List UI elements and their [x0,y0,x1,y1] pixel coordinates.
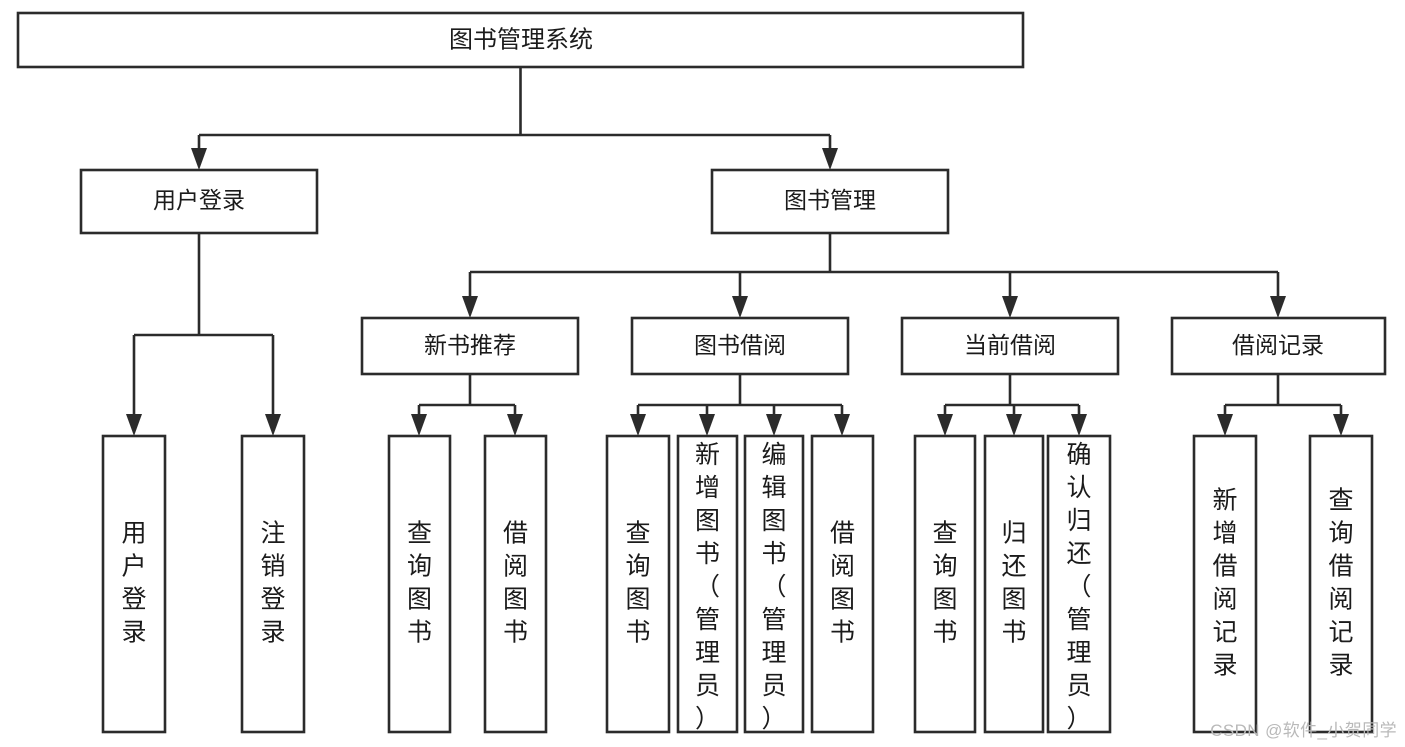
leaf-node-user-login-1[interactable]: 注销登录 [240,434,306,734]
edge-book-manage-to-level3 [462,233,1286,318]
leaf-node-label: 用户登录 [121,519,146,646]
node-root-box[interactable] [16,11,1025,69]
node-root-label: 图书管理系统 [449,26,593,53]
arrow-head-new-book [462,296,478,318]
arrow-head-user-login [191,148,207,170]
arrow-head-leaf-current-borrow-2 [1071,414,1087,436]
node-book-manage-label: 图书管理 [784,187,876,213]
node-current-borrow-box[interactable] [900,316,1120,376]
node-book-manage-box[interactable] [710,168,950,235]
arrow-head-leaf-book-borrow-1 [699,414,715,436]
leaf-node-borrow-record-0[interactable]: 新增借阅记录 [1192,434,1258,734]
leaf-node-new-book-0[interactable]: 查询图书 [387,434,452,734]
node-borrow-record-label: 借阅记录 [1232,332,1324,358]
node-current-borrow[interactable]: 当前借阅 [900,316,1120,376]
node-book-manage[interactable]: 图书管理 [710,168,950,235]
leaf-node-current-borrow-0[interactable]: 查询图书 [913,434,977,734]
node-borrow-record-box[interactable] [1170,316,1387,376]
edge-root-to-level2 [191,67,838,170]
arrow-head-leaf-current-borrow-0 [937,414,953,436]
arrow-head-leaf-book-borrow-3 [834,414,850,436]
node-borrow-record[interactable]: 借阅记录 [1170,316,1387,376]
leaf-node-book-borrow-0[interactable]: 查询图书 [605,434,671,734]
arrow-head-book-borrow [732,296,748,318]
edge-borrow-record-to-leaves [1217,374,1349,436]
leaf-node-box[interactable] [743,434,805,734]
leaf-node-user-login-0[interactable]: 用户登录 [101,434,167,734]
node-book-borrow-box[interactable] [630,316,850,376]
node-user-login-label: 用户登录 [153,187,245,213]
watermark-text: CSDN @软件_小贺同学 [1210,721,1397,740]
leaf-node-box[interactable] [913,434,977,734]
edge-book-borrow-to-leaves [630,374,850,436]
connector-layer [126,67,1349,436]
leaf-node-label: 借阅图书 [503,519,528,646]
node-new-book[interactable]: 新书推荐 [360,316,580,376]
leaf-node-label: 借阅图书 [830,519,855,646]
leaf-node-label: 查询图书 [625,519,650,646]
leaf-node-label: 查询借阅记录 [1328,486,1353,679]
arrow-head-leaf-book-borrow-2 [766,414,782,436]
leaf-node-label: 新增借阅记录 [1212,486,1237,679]
leaf-node-box[interactable] [810,434,875,734]
node-user-login-box[interactable] [79,168,319,235]
leaf-node-borrow-record-1[interactable]: 查询借阅记录 [1308,434,1374,734]
leaf-node-book-borrow-2[interactable]: 编辑图书（管理员） [743,434,805,734]
leaf-node-label: 查询图书 [932,519,957,646]
edge-user-login-to-leaves [126,233,281,436]
leaf-node-label: 查询图书 [407,519,432,646]
leaf-node-box[interactable] [676,434,739,734]
arrow-head-leaf-user-login-0 [126,414,142,436]
leaf-node-box[interactable] [1046,434,1112,734]
arrow-head-leaf-current-borrow-1 [1006,414,1022,436]
leaf-node-label: 注销登录 [260,519,285,646]
leaf-node-box[interactable] [387,434,452,734]
leaf-node-box[interactable] [983,434,1045,734]
edge-new-book-to-leaves [411,374,523,436]
leaf-node-box[interactable] [1192,434,1258,734]
leaf-node-box[interactable] [101,434,167,734]
arrow-head-leaf-book-borrow-0 [630,414,646,436]
node-user-login[interactable]: 用户登录 [79,168,319,235]
node-book-borrow-label: 图书借阅 [694,332,786,358]
arrow-head-borrow-record [1270,296,1286,318]
arrow-head-leaf-borrow-record-1 [1333,414,1349,436]
leaf-node-label: 归还图书 [1001,519,1026,646]
node-book-borrow[interactable]: 图书借阅 [630,316,850,376]
arrow-head-leaf-user-login-1 [265,414,281,436]
leaf-node-box[interactable] [483,434,548,734]
leaf-layer: 用户登录 注销登录 查询图书 借阅图书 查询图书 新增图书（管理员） 编辑图书（管理员） 借阅… [101,434,1374,734]
node-new-book-box[interactable] [360,316,580,376]
leaf-node-box[interactable] [1308,434,1374,734]
leaf-node-book-borrow-1[interactable]: 新增图书（管理员） [676,434,739,734]
edge-current-borrow-to-leaves [937,374,1087,436]
arrow-head-leaf-borrow-record-0 [1217,414,1233,436]
leaf-node-new-book-1[interactable]: 借阅图书 [483,434,548,734]
arrow-head-leaf-new-book-1 [507,414,523,436]
leaf-node-box[interactable] [605,434,671,734]
leaf-node-label: 编辑图书（管理员） [761,441,786,733]
leaf-node-box[interactable] [240,434,306,734]
leaf-node-label: 确认归还（管理员） [1066,441,1091,733]
node-root[interactable]: 图书管理系统 [16,11,1025,69]
leaf-node-book-borrow-3[interactable]: 借阅图书 [810,434,875,734]
arrow-head-book-manage [822,148,838,170]
node-current-borrow-label: 当前借阅 [964,332,1056,358]
arrow-head-current-borrow [1002,296,1018,318]
leaf-node-label: 新增图书（管理员） [695,441,720,733]
leaf-node-current-borrow-2[interactable]: 确认归还（管理员） [1046,434,1112,734]
node-new-book-label: 新书推荐 [424,332,516,358]
leaf-node-current-borrow-1[interactable]: 归还图书 [983,434,1045,734]
arrow-head-leaf-new-book-0 [411,414,427,436]
